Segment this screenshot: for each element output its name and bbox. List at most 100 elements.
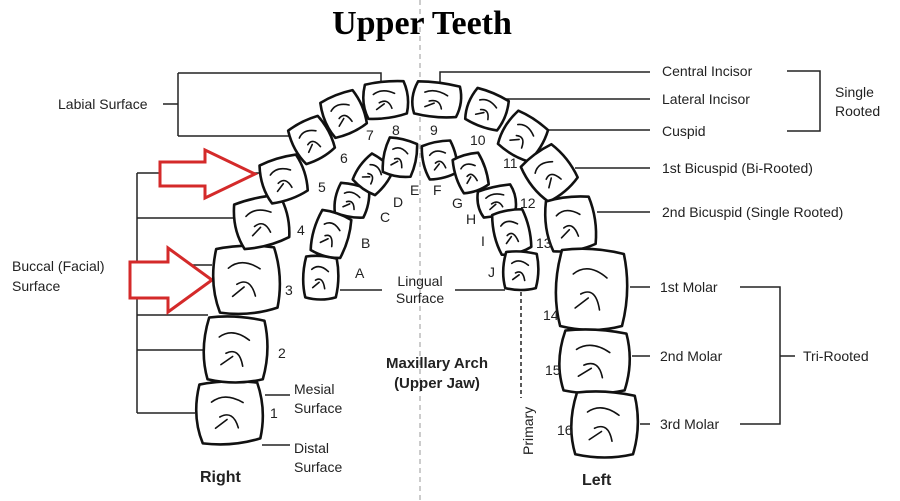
arch-label-2: (Upper Jaw) bbox=[394, 375, 480, 392]
tooth-outline bbox=[361, 79, 410, 121]
second-bicuspid-label: 2nd Bicuspid (Single Rooted) bbox=[662, 204, 843, 220]
permanent-tooth-label: 9 bbox=[430, 122, 438, 138]
tooth-groove bbox=[424, 89, 449, 110]
cuspid-label: Cuspid bbox=[662, 123, 706, 139]
first-bicuspid-label: 1st Bicuspid (Bi-Rooted) bbox=[662, 160, 813, 176]
permanent-tooth-label: 7 bbox=[366, 127, 374, 143]
distal-label-2: Surface bbox=[294, 459, 342, 475]
lingual-label-1: Lingual bbox=[397, 273, 442, 289]
tooth-groove bbox=[361, 163, 383, 185]
tooth-groove bbox=[586, 407, 620, 443]
tooth-groove bbox=[460, 163, 478, 185]
molar-leaders bbox=[630, 286, 650, 425]
tooth-groove bbox=[330, 103, 353, 127]
primary-tooth-G bbox=[451, 151, 491, 195]
permanent-tooth-13 bbox=[543, 195, 598, 253]
tooth-outline bbox=[232, 193, 291, 251]
tooth-outline bbox=[554, 247, 629, 332]
tooth-groove bbox=[298, 129, 322, 154]
permanent-tooth-12 bbox=[519, 142, 579, 204]
tooth-outline bbox=[258, 153, 310, 205]
leader-lines bbox=[439, 71, 650, 213]
tooth-groove bbox=[575, 344, 611, 379]
tooth-groove bbox=[245, 209, 272, 237]
mesial-label-2: Surface bbox=[294, 400, 342, 416]
arrow-icon bbox=[128, 245, 215, 315]
tooth-groove bbox=[372, 90, 396, 111]
permanent-tooth-7 bbox=[319, 88, 369, 140]
mesial-label-1: Mesial bbox=[294, 381, 334, 397]
tooth-outline bbox=[543, 195, 598, 253]
tooth-groove bbox=[509, 123, 535, 149]
primary-tooth-label: I bbox=[481, 233, 485, 249]
permanent-tooth-2 bbox=[202, 315, 269, 384]
tooth-groove bbox=[555, 209, 581, 239]
tooth-groove bbox=[500, 220, 520, 245]
permanent-tooth-1 bbox=[194, 379, 265, 446]
tooth-outline bbox=[301, 254, 340, 301]
tooth-groove bbox=[428, 150, 447, 171]
arrow-icon bbox=[158, 147, 259, 201]
primary-tooth-label: B bbox=[361, 235, 370, 251]
permanent-tooth-16 bbox=[570, 390, 640, 459]
primary-tooth-label: G bbox=[452, 195, 463, 211]
labial-surface-label: Labial Surface bbox=[58, 96, 148, 112]
permanent-tooth-label: 12 bbox=[520, 195, 536, 211]
tooth-groove bbox=[269, 167, 293, 193]
primary-tooth-label: D bbox=[393, 194, 403, 210]
lateral-incisor-label: Lateral Incisor bbox=[662, 91, 750, 107]
tooth-groove bbox=[572, 268, 608, 311]
tooth-outline bbox=[490, 207, 533, 257]
permanent-tooth-label: 5 bbox=[318, 179, 326, 195]
tooth-groove bbox=[210, 396, 244, 430]
permanent-tooth-label: 1 bbox=[270, 405, 278, 421]
tooth-groove bbox=[485, 193, 505, 211]
permanent-tooth-9 bbox=[410, 79, 463, 119]
permanent-tooth-4 bbox=[232, 193, 291, 251]
second-molar-label: 2nd Molar bbox=[660, 348, 723, 364]
tooth-outline bbox=[286, 114, 337, 166]
primary-tooth-label: F bbox=[433, 182, 442, 198]
permanent-tooth-label: 2 bbox=[278, 345, 286, 361]
permanent-tooth-15 bbox=[558, 328, 631, 395]
permanent-tooth-label: 4 bbox=[297, 222, 305, 238]
tooth-groove bbox=[218, 332, 251, 368]
primary-tooth-label: A bbox=[355, 265, 365, 281]
tooth-outline bbox=[211, 244, 282, 316]
primary-tooth-I bbox=[490, 207, 533, 257]
tooth-outline bbox=[519, 142, 579, 204]
permanent-tooth-label: 14 bbox=[543, 307, 559, 323]
central-incisor-label: Central Incisor bbox=[662, 63, 753, 79]
tri-rooted-label: Tri-Rooted bbox=[803, 348, 869, 364]
tooth-outline bbox=[558, 328, 631, 395]
tooth-groove bbox=[310, 265, 330, 290]
permanent-tooth-label: 3 bbox=[285, 282, 293, 298]
primary-tooth-label: H bbox=[466, 211, 476, 227]
labial-bracket bbox=[163, 72, 382, 137]
distal-label-1: Distal bbox=[294, 440, 329, 456]
permanent-tooth-label: 13 bbox=[536, 235, 552, 251]
tooth-outline bbox=[319, 88, 369, 140]
permanent-tooth-6 bbox=[286, 114, 337, 166]
tooth-outline bbox=[501, 250, 540, 292]
primary-tooth-label: E bbox=[410, 182, 419, 198]
tooth-groove bbox=[510, 260, 530, 282]
tooth-outline bbox=[463, 86, 511, 132]
tooth-outline bbox=[381, 136, 419, 179]
tooth-outline bbox=[410, 79, 463, 119]
single-rooted-bracket bbox=[787, 70, 821, 132]
primary-tooth-J bbox=[501, 250, 540, 292]
permanent-tooth-label: 11 bbox=[503, 155, 518, 171]
buccal-label-1: Buccal (Facial) bbox=[12, 258, 105, 274]
tooth-groove bbox=[390, 147, 409, 169]
lingual-label-2: Surface bbox=[396, 290, 444, 306]
primary-tooth-label: J bbox=[488, 264, 495, 280]
tooth-outline bbox=[202, 315, 269, 384]
right-label: Right bbox=[200, 469, 242, 486]
tooth-groove bbox=[342, 191, 361, 211]
tooth-outline bbox=[194, 379, 265, 446]
surface-leaders bbox=[262, 394, 290, 446]
first-molar-label: 1st Molar bbox=[660, 279, 718, 295]
tooth-groove bbox=[474, 98, 498, 121]
tooth-groove bbox=[227, 261, 261, 298]
